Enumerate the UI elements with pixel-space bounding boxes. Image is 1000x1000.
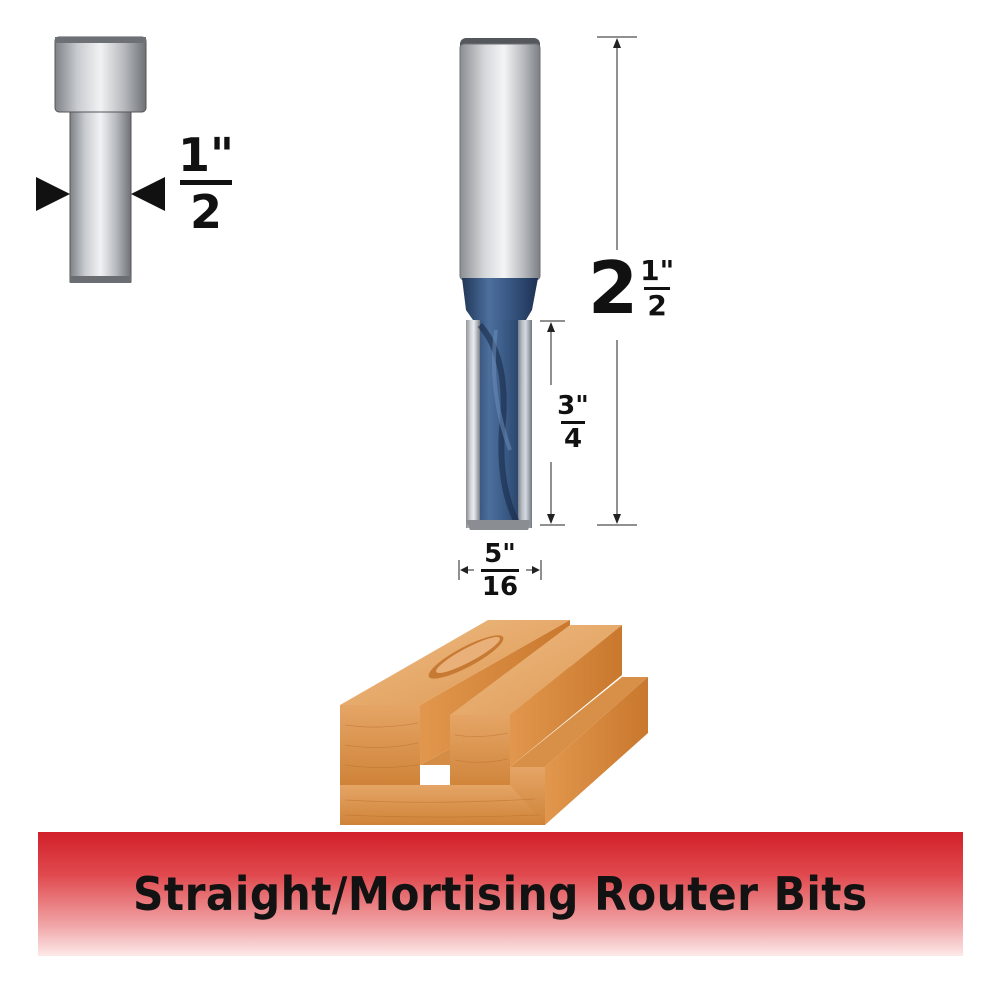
overall-length-numerator: 1" (640, 253, 675, 287)
cutting-diameter-numerator: 5" (484, 539, 516, 569)
cutting-diameter-denominator: 16 (481, 572, 519, 602)
arrow-left-icon (36, 177, 70, 211)
shank-diameter-denominator: 2 (189, 185, 222, 239)
wood-groove-illustration (340, 620, 648, 825)
overall-length-denominator: 2 (647, 288, 667, 322)
arrow-right-icon (131, 177, 165, 211)
shank-diameter-numerator: 1" (178, 128, 234, 182)
cutting-length-numerator: 3" (557, 391, 589, 421)
cutting-length-label: 3" 4 (555, 393, 591, 452)
overall-length-whole: 2 (588, 246, 639, 330)
fraction-bar (481, 569, 519, 572)
shank-diagram-icon (36, 36, 165, 283)
banner-title: Straight/Mortising Router Bits (133, 867, 868, 921)
shank-diameter-label: 1" 2 (176, 132, 236, 235)
fraction-bar (180, 180, 232, 185)
cutting-length-denominator: 4 (563, 424, 583, 454)
dimension-lines (458, 36, 637, 580)
fraction-bar (644, 286, 671, 290)
router-bit-illustration (459, 38, 541, 530)
title-banner: Straight/Mortising Router Bits (38, 832, 963, 956)
fraction-bar (561, 421, 585, 424)
overall-length-label: 2 1" 2 (588, 252, 674, 324)
cutting-diameter-label: 5" 16 (475, 541, 525, 600)
